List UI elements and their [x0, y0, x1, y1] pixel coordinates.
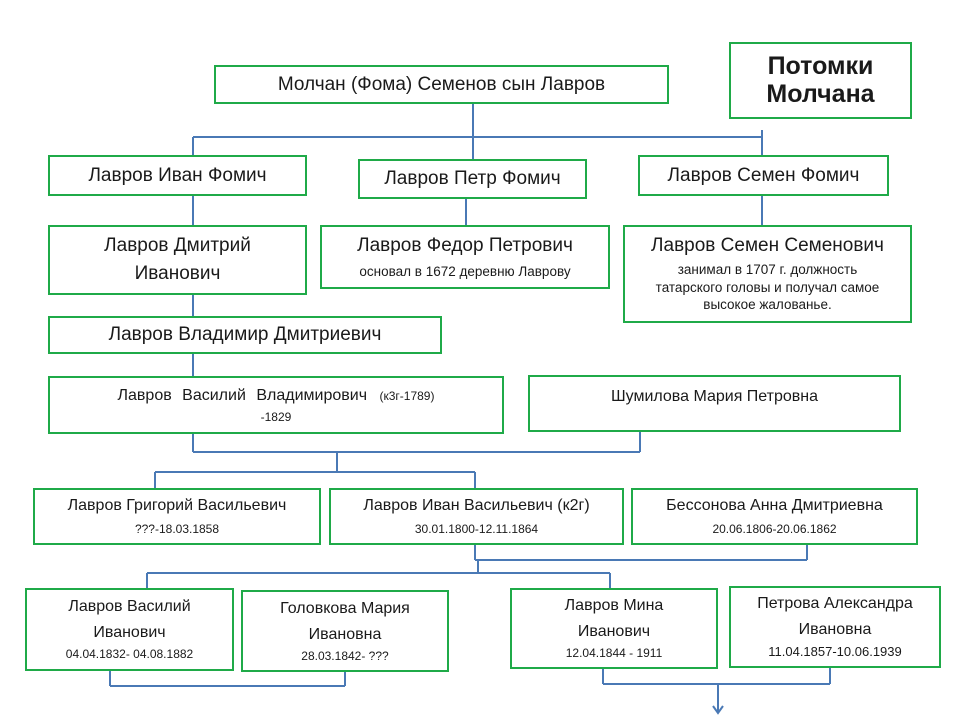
person-years-b: -1829 — [260, 409, 292, 424]
person-fedor-petrovich[interactable]: Лавров Федор Петрович основал в 1672 дер… — [320, 225, 610, 289]
person-dates: 20.06.1806-20.06.1862 — [712, 522, 837, 536]
person-vasily-ivanovich[interactable]: Лавров Василий Иванович 04.04.1832- 04.0… — [25, 588, 234, 671]
title-line-2: Молчана — [766, 79, 875, 108]
person-dates: 28.03.1842- ??? — [301, 648, 389, 663]
person-grigory-vasilievich[interactable]: Лавров Григорий Васильевич ???-18.03.185… — [33, 488, 321, 545]
person-note: основал в 1672 деревню Лаврову — [359, 263, 571, 279]
person-mina-ivanovich[interactable]: Лавров Мина Иванович 12.04.1844 - 1911 — [510, 588, 718, 669]
person-name: Молчан (Фома) Семенов сын Лавров — [277, 73, 606, 95]
person-note-line-3: высокое жалованье. — [703, 297, 832, 313]
person-name: Бессонова Анна Дмитриевна — [666, 497, 883, 514]
person-ivan-fomich[interactable]: Лавров Иван Фомич — [48, 155, 307, 196]
person-molchan[interactable]: Молчан (Фома) Семенов сын Лавров — [214, 65, 669, 104]
person-years-a: (к3г-1789) — [379, 388, 435, 403]
person-name: Лавров Петр Фомич — [384, 168, 561, 190]
person-name-line-2: Ивановна — [798, 620, 872, 638]
person-dmitry-ivanovich[interactable]: Лавров Дмитрий Иванович — [48, 225, 307, 295]
person-golovkova[interactable]: Головкова Мария Ивановна 28.03.1842- ??? — [241, 590, 449, 672]
person-name: Лавров Григорий Васильевич — [67, 497, 287, 514]
person-name-line-1: Лавров Василий — [68, 598, 191, 615]
person-dates: 30.01.1800-12.11.1864 — [414, 522, 539, 536]
person-name: Лавров Семен Фомич — [667, 164, 860, 186]
person-note-line-1: занимал в 1707 г. должность — [677, 262, 858, 278]
person-name-line-1: Головкова Мария — [280, 599, 410, 617]
person-dates: 11.04.1857-10.06.1939 — [768, 643, 902, 659]
person-petrova[interactable]: Петрова Александра Ивановна 11.04.1857-1… — [729, 586, 941, 668]
person-name-line-2: Ивановна — [308, 625, 382, 643]
person-name: Лавров Федор Петрович — [357, 234, 573, 256]
person-shumilova[interactable]: Шумилова Мария Петровна — [528, 375, 901, 432]
person-name: Лавров Василий Владимирович — [117, 386, 368, 404]
person-petr-fomich[interactable]: Лавров Петр Фомич — [358, 159, 587, 199]
person-name-line-2: Иванович — [93, 624, 166, 641]
person-ivan-vasilievich[interactable]: Лавров Иван Васильевич (к2г) 30.01.1800-… — [329, 488, 624, 545]
person-name-line-2: Иванович — [134, 263, 221, 284]
person-name-line-2: Иванович — [577, 623, 651, 640]
person-bessonova[interactable]: Бессонова Анна Дмитриевна 20.06.1806-20.… — [631, 488, 918, 545]
person-name-line-1: Петрова Александра — [757, 594, 913, 612]
person-dates: ???-18.03.1858 — [134, 522, 220, 536]
person-name: Лавров Иван Васильевич (к2г) — [363, 497, 590, 514]
person-name: Лавров Семен Семенович — [651, 235, 884, 257]
person-semen-fomich[interactable]: Лавров Семен Фомич — [638, 155, 889, 196]
person-name-line-1: Лавров Мина — [564, 597, 664, 614]
title-line-1: Потомки — [767, 52, 874, 80]
person-dates: 12.04.1844 - 1911 — [565, 646, 663, 660]
person-dates: 04.04.1832- 04.08.1882 — [65, 647, 194, 661]
title-box: Потомки Молчана — [729, 42, 912, 119]
person-vasily-vladimirovich[interactable]: Лавров Василий Владимирович (к3г-1789) -… — [48, 376, 504, 434]
person-vladimir-dmitrievich[interactable]: Лавров Владимир Дмитриевич — [48, 316, 442, 354]
person-name: Шумилова Мария Петровна — [610, 388, 819, 405]
person-note-line-2: татарского головы и получал самое — [655, 279, 880, 295]
person-name: Лавров Владимир Дмитриевич — [108, 324, 382, 346]
person-name-line-1: Лавров Дмитрий — [104, 235, 251, 257]
person-name: Лавров Иван Фомич — [88, 164, 267, 186]
person-semen-semenovich[interactable]: Лавров Семен Семенович занимал в 1707 г.… — [623, 225, 912, 323]
